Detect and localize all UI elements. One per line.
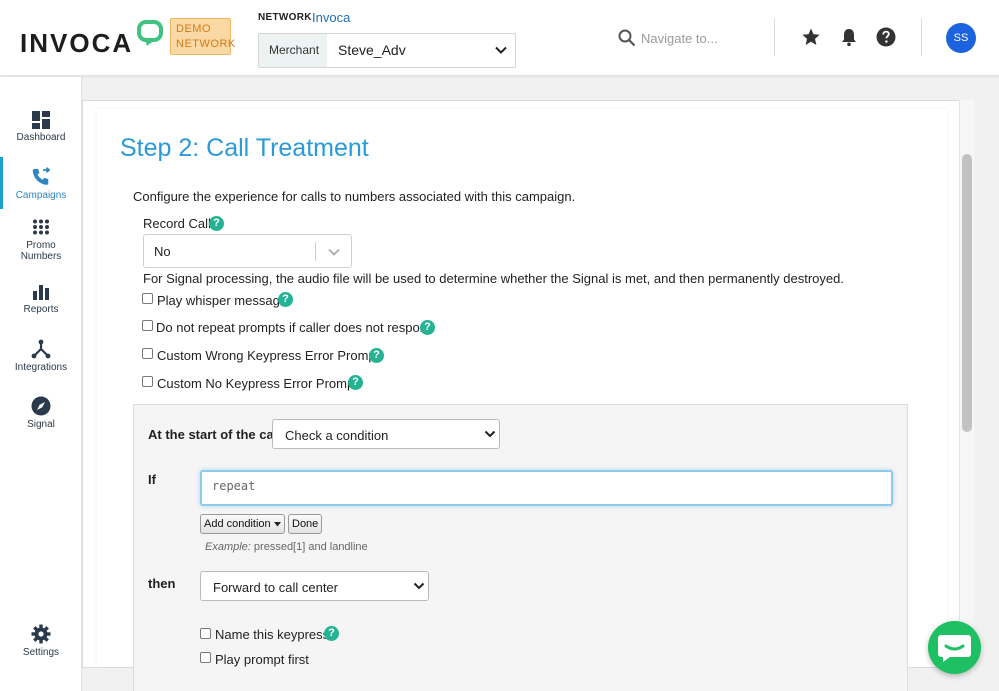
help-icon[interactable]: ? — [209, 216, 224, 231]
active-nav-indicator — [0, 157, 3, 209]
sidebar: Dashboard Campaigns Promo Numbers Report… — [0, 77, 82, 691]
campaigns-icon — [32, 167, 51, 185]
top-bar: INVOCA DEMO NETWORK NETWORK Invoca Merch… — [0, 0, 999, 76]
then-action-select[interactable]: Forward to call center — [200, 571, 429, 601]
sidebar-item-signal[interactable]: Signal — [0, 396, 82, 430]
option-label: Custom Wrong Keypress Error Prompt — [157, 348, 380, 363]
help-icon[interactable]: ? — [369, 348, 384, 363]
option-label: Do not repeat prompts if caller does not… — [156, 320, 435, 335]
sidebar-item-settings[interactable]: Settings — [0, 624, 82, 658]
sidebar-item-label: Campaigns — [15, 190, 67, 201]
signal-processing-note: For Signal processing, the audio file wi… — [143, 271, 844, 286]
select-separator — [315, 242, 316, 261]
help-icon[interactable]: ? — [420, 320, 435, 335]
option-label: Custom No Keypress Error Prompt — [157, 376, 358, 391]
sidebar-item-reports[interactable]: Reports — [0, 283, 82, 315]
chevron-down-icon — [484, 430, 496, 438]
record-call-value: No — [154, 244, 171, 259]
play-whisper-checkbox[interactable] — [142, 293, 153, 304]
intro-text: Configure the experience for calls to nu… — [133, 189, 576, 204]
sidebar-item-label: Dashboard — [16, 132, 66, 143]
example-label: Example: — [205, 541, 251, 553]
help-icon[interactable] — [876, 27, 896, 47]
caret-down-icon — [273, 521, 281, 527]
chevron-down-icon — [328, 248, 340, 256]
play-prompt-label: Play prompt first — [215, 652, 309, 667]
sidebar-item-label: Reports — [23, 304, 59, 315]
record-call-select[interactable]: No — [143, 234, 352, 268]
name-keypress-label: Name this keypress — [215, 627, 330, 642]
chevron-down-icon — [495, 46, 507, 54]
condition-example: Example: pressed[1] and landline — [205, 541, 368, 553]
start-of-call-label: At the start of the call — [148, 427, 281, 442]
page-title: Step 2: Call Treatment — [120, 134, 369, 162]
invoca-logo[interactable]: INVOCA — [20, 28, 134, 58]
option-label: Play whisper message — [157, 293, 288, 308]
condition-input[interactable]: repeat — [200, 470, 893, 506]
call-treatment-panel — [133, 404, 908, 691]
help-icon[interactable]: ? — [278, 292, 293, 307]
demo-badge-line2: NETWORK — [176, 38, 236, 50]
sidebar-item-label: Settings — [22, 647, 60, 658]
integrations-icon — [31, 339, 51, 359]
sidebar-item-integrations[interactable]: Integrations — [0, 339, 82, 373]
sidebar-item-promo-numbers[interactable]: Promo Numbers — [0, 219, 82, 262]
record-call-label: Record Call — [143, 216, 211, 231]
dashboard-icon — [32, 111, 50, 129]
name-keypress-checkbox[interactable] — [200, 628, 211, 639]
custom-wrong-keypress-checkbox[interactable] — [142, 348, 153, 359]
sidebar-item-label: Integrations — [14, 362, 68, 373]
done-button[interactable]: Done — [288, 514, 323, 534]
play-prompt-checkbox[interactable] — [200, 652, 211, 663]
then-action-value: Forward to call center — [213, 580, 338, 595]
search-icon[interactable] — [618, 29, 636, 47]
search-input[interactable]: Navigate to... — [641, 31, 718, 46]
sidebar-item-dashboard[interactable]: Dashboard — [0, 111, 82, 143]
avatar[interactable]: SS — [946, 23, 976, 53]
chevron-down-icon — [413, 582, 425, 590]
gear-icon — [31, 624, 51, 644]
compass-icon — [31, 396, 51, 416]
demo-network-badge: DEMO NETWORK — [170, 18, 236, 55]
header-divider — [921, 18, 922, 56]
sidebar-item-campaigns[interactable]: Campaigns — [0, 167, 82, 201]
demo-badge-line1: DEMO — [176, 23, 211, 35]
start-action-value: Check a condition — [285, 428, 389, 443]
sidebar-item-label: Promo — [26, 240, 56, 251]
chat-icon — [938, 635, 971, 662]
custom-no-keypress-checkbox[interactable] — [142, 376, 153, 387]
help-icon[interactable]: ? — [324, 626, 339, 641]
add-condition-button[interactable]: Add condition — [200, 514, 285, 534]
then-label: then — [148, 576, 176, 591]
network-label: NETWORK — [258, 12, 312, 23]
bar-chart-icon — [33, 285, 49, 300]
start-action-select[interactable]: Check a condition — [272, 419, 500, 449]
no-repeat-prompts-checkbox[interactable] — [142, 320, 153, 331]
keypad-icon — [33, 219, 49, 235]
example-value: pressed[1] and landline — [253, 541, 368, 553]
header-divider — [774, 18, 775, 56]
if-label: If — [148, 472, 156, 487]
sidebar-item-label-2: Numbers — [20, 251, 62, 262]
merchant-value: Steve_Adv — [338, 42, 406, 58]
merchant-label: Merchant — [259, 34, 327, 67]
bell-icon[interactable] — [839, 27, 859, 47]
add-condition-label: Add condition — [204, 518, 271, 530]
scrollbar-thumb[interactable] — [962, 154, 972, 432]
merchant-select[interactable]: Merchant Steve_Adv — [258, 33, 516, 68]
help-icon[interactable]: ? — [348, 375, 363, 390]
star-icon[interactable] — [801, 27, 821, 47]
chat-button[interactable] — [928, 621, 981, 674]
sidebar-item-label: Signal — [27, 419, 55, 430]
network-link[interactable]: Invoca — [312, 10, 351, 25]
condition-value: repeat — [212, 479, 256, 493]
logo-bubble-icon — [137, 20, 163, 42]
